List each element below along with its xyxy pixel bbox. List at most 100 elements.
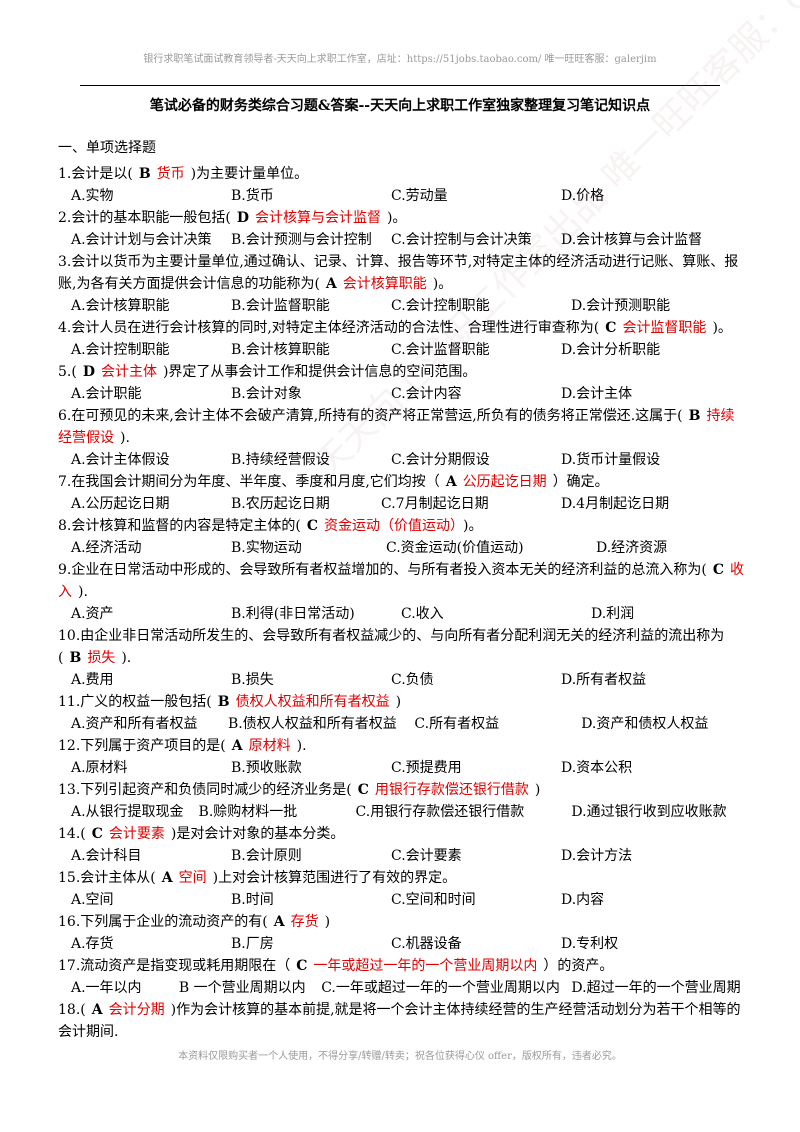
option-c: C.会计控制职能	[391, 298, 490, 314]
option-c: C.所有者权益	[414, 716, 500, 732]
question-tail: ).	[296, 738, 307, 754]
option-row: A.会计核算职能 B.会计监督职能 C.会计控制职能 D.会计预测职能	[58, 295, 748, 317]
answer-text: 损失	[87, 650, 116, 666]
option-b: B.时间	[231, 892, 274, 908]
option-b: B.会计对象	[231, 386, 302, 402]
option-d: D.会计主体	[561, 386, 633, 402]
question-stem: 1.会计是以(	[58, 166, 133, 182]
answer-letter: C	[306, 518, 318, 534]
option-d: D.会计分析职能	[561, 342, 661, 358]
option-c: C.会计要素	[391, 848, 462, 864]
answer-text: 会计监督职能	[622, 320, 707, 336]
page-title: 笔试必备的财务类综合习题&答案--天天向上求职工作室独家整理复习笔记知识点	[149, 98, 651, 114]
option-d: D.经济资源	[596, 540, 668, 556]
option-d: D.货币计量假设	[561, 452, 661, 468]
option-d: D.超过一年的一个营业周期	[571, 980, 741, 996]
option-b: B.会计核算职能	[231, 342, 330, 358]
option-a: A.空间	[71, 892, 114, 908]
question-3: 3.会计以货币为主要计量单位,通过确认、记录、计算、报告等环节,对特定主体的经济…	[58, 251, 748, 295]
answer-letter: B	[688, 408, 701, 424]
answer-text: 货币	[156, 166, 185, 182]
option-d: D.会计核算与会计监督	[561, 232, 703, 248]
question-tail: )。	[386, 210, 407, 226]
option-b: B.持续经营假设	[231, 452, 330, 468]
answer-text: 公历起讫日期	[462, 474, 547, 490]
question-tail: ).	[120, 430, 130, 446]
question-tail: )。	[462, 518, 483, 534]
answer-text: 资金运动（价值运动）	[323, 518, 457, 534]
option-d: D.资产和债权人权益	[581, 716, 709, 732]
option-d: D.通过银行收到应收账款	[571, 804, 727, 820]
option-c: C.会计监督职能	[391, 342, 490, 358]
question-stem: 18.(	[58, 1002, 86, 1018]
question-stem: 9.企业在日常活动中形成的、会导致所有者权益增加的、与所有者投入资本无关的经济利…	[58, 562, 707, 578]
option-d: D.内容	[561, 892, 605, 908]
question-tail: )	[395, 694, 402, 710]
question-tail: )为主要计量单位。	[190, 166, 309, 182]
question-stem: 15.会计主体从(	[58, 870, 156, 886]
option-c: C.一年或超过一年的一个营业周期以内	[321, 980, 560, 996]
option-d: D.会计预测职能	[571, 298, 671, 314]
question-tail: )界定了从事会计工作和提供会计信息的空间范围。	[162, 364, 477, 380]
option-b: B.预收账款	[231, 760, 302, 776]
answer-text: 原材料	[248, 738, 291, 754]
option-c: C.资金运动(价值运动)	[386, 540, 524, 556]
option-a: A.会计计划与会计决策	[71, 232, 212, 248]
question-stem: 16.下列属于企业的流动资产的有(	[58, 914, 268, 930]
question-stem: 11.广义的权益一般包括(	[58, 694, 212, 710]
question-9: 9.企业在日常活动中形成的、会导致所有者权益增加的、与所有者投入资本无关的经济利…	[58, 559, 748, 603]
option-c: C.收入	[401, 606, 444, 622]
answer-text: 收入	[58, 562, 744, 600]
question-tail: ).	[121, 650, 132, 666]
option-a: A.经济活动	[71, 540, 142, 556]
option-c: C.预提费用	[391, 760, 462, 776]
answer-text: 会计要素	[108, 826, 165, 842]
header-note: 银行求职笔试面试教育领导者-天天向上求职工作室，店址：https://51job…	[143, 54, 657, 65]
question-stem: 10.由企业非日常活动所发生的、会导致所有者权益减少的、与向所有者分配利润无关的…	[58, 628, 725, 666]
option-c: C.7月制起讫日期	[381, 496, 489, 512]
question-stem: 3.会计以货币为主要计量单位,通过确认、记录、计算、报告等环节,对特定主体的经济…	[58, 254, 739, 292]
header-rule	[80, 85, 720, 86]
answer-text: 会计主体	[100, 364, 157, 380]
option-c: C.劳动量	[391, 188, 448, 204]
option-c: C.会计分期假设	[391, 452, 490, 468]
answer-text: 空间	[178, 870, 207, 886]
question-4: 4.会计人员在进行会计核算的同时,对特定主体经济活动的合法性、合理性进行审查称为…	[58, 317, 748, 339]
question-tail: )作为会计核算的基本前提,就是将一个会计主体持续经营的生产经营活动划分为若干个相…	[58, 1002, 741, 1040]
option-a: A.存货	[71, 936, 114, 952]
question-stem: 14.(	[58, 826, 86, 842]
option-b: B.会计预测与会计控制	[231, 232, 372, 248]
option-b: B.农历起讫日期	[231, 496, 330, 512]
answer-text: 用银行存款偿还银行借款	[374, 782, 529, 798]
answer-letter: B	[69, 650, 82, 666]
option-b: B.会计监督职能	[231, 298, 330, 314]
answer-letter: D	[82, 364, 95, 380]
question-tail: ).	[78, 584, 88, 600]
option-a: A.会计核算职能	[71, 298, 170, 314]
answer-letter: A	[445, 474, 457, 490]
question-tail: )	[534, 782, 541, 798]
question-stem: 2.会计的基本职能一般包括(	[58, 210, 231, 226]
question-10: 10.由企业非日常活动所发生的、会导致所有者权益减少的、与向所有者分配利润无关的…	[58, 625, 748, 669]
option-a: A.原材料	[71, 760, 128, 776]
